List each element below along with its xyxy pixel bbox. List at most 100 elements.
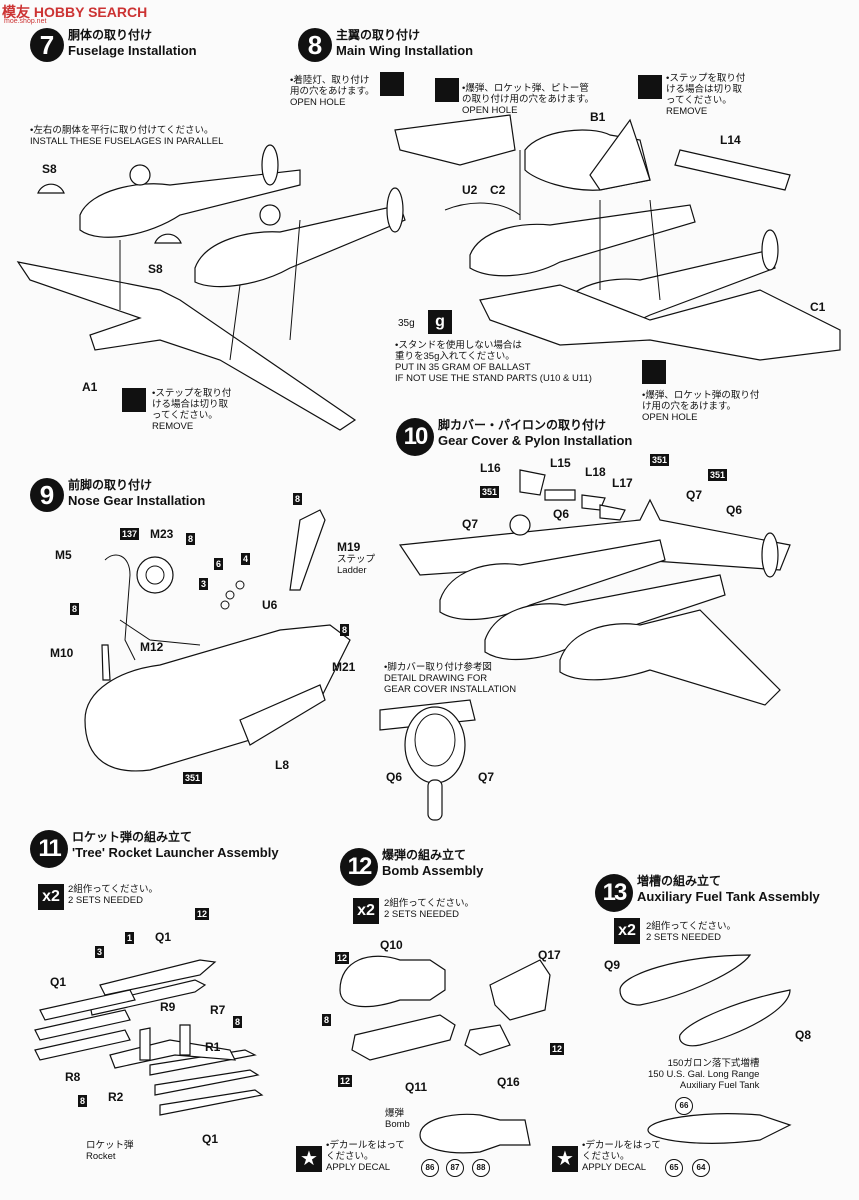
part-label: R7 [210,1003,226,1017]
part-label: M23 [150,527,174,541]
decal-number: 64 [692,1159,710,1177]
decal-number: 86 [421,1159,439,1177]
step7-drawing [16,144,406,431]
part-label: M5 [55,548,72,562]
step-title-en: Main Wing Installation [336,43,474,58]
part-label: B1 [590,110,606,124]
step12-drawing [339,955,551,1154]
part-label: R9 [160,1000,176,1014]
part-label: M19 [337,540,361,554]
part-label: Q11 [405,1080,428,1094]
fuel-tank-label: 150ガロン落下式増槽 150 U.S. Gal. Long Range Aux… [648,1058,760,1091]
gear-cover-detail-note: •脚カバー取り付け参考図 DETAIL DRAWING FOR GEAR COV… [384,662,517,695]
part-label: Q17 [538,948,561,962]
step13-drawing [619,954,792,1144]
color-code: 4 [241,553,251,565]
step-title-en: Nose Gear Installation [68,493,206,508]
step-number: 8 [298,28,332,62]
decal-star-icon: ★ [296,1146,322,1172]
step-number: 12 [340,848,378,886]
part-label: R2 [108,1090,124,1104]
step-title-en: Fuselage Installation [68,43,197,58]
color-code: 8 [70,603,80,615]
quantity-badge: x2 [38,884,64,910]
step-title-en: Gear Cover & Pylon Installation [438,433,633,448]
part-label: Q7 [462,517,479,531]
step-number: 7 [30,28,64,62]
sets-note: 2組作ってください。 2 SETS NEEDED [68,884,159,906]
step-title-en: Bomb Assembly [382,863,484,878]
part-label: Q1 [50,975,67,989]
step-number: 13 [595,874,633,912]
color-code: 351 [183,772,203,784]
step11-header: 11 ロケット弾の組み立て 'Tree' Rocket Launcher Ass… [30,830,279,868]
bomb-label: 爆弾 Bomb [385,1108,410,1130]
sets-note: 2組作ってください。 2 SETS NEEDED [646,921,737,943]
step-number: 11 [30,830,68,868]
step-title-jp: 爆弾の組み立て [382,848,467,862]
part-label: U6 [262,598,278,612]
part-label: Q10 [380,938,403,952]
part-label: L15 [550,456,571,470]
decal-star-icon: ★ [552,1146,578,1172]
decal-number: 87 [446,1159,464,1177]
part-label: Q9 [604,958,621,972]
drill-icon [435,78,459,102]
part-label: Q1 [202,1132,219,1146]
bomb-hole-note-2: •爆弾、ロケット弾の取り付 け用の穴をあけます。 OPEN HOLE [642,390,760,423]
part-label: L16 [480,461,501,475]
drill-icon [642,360,666,384]
part-label: M12 [140,640,164,654]
sets-note: 2組作ってください。 2 SETS NEEDED [384,898,475,920]
step-title-jp: 胴体の取り付け [68,28,153,42]
step-remove-note: •ステップを取り付 ける場合は切り取 ってください。 REMOVE [666,73,746,117]
step8-drawing [394,114,841,361]
part-label: R1 [205,1040,221,1054]
part-label: S8 [42,162,57,176]
step-title-jp: 主翼の取り付け [336,28,421,42]
part-label: A1 [82,380,98,394]
color-code: 8 [322,1014,332,1026]
part-label: L18 [585,465,606,479]
part-label: Q1 [155,930,172,944]
apply-decal-note: •デカールをはって ください。 APPLY DECAL [582,1140,661,1173]
part-label: Q6 [553,507,570,521]
ballast-note: •スタンドを使用しない場合は 重りを35g入れてください。 PUT IN 35 … [395,340,592,384]
color-code: 12 [335,952,350,964]
step-title-jp: 脚カバー・パイロンの取り付け [438,418,607,432]
cut-icon [122,388,146,412]
part-label: Q6 [386,770,403,784]
color-code: 3 [95,946,105,958]
color-code: 1 [125,932,135,944]
step13-header: 13 増槽の組み立て Auxiliary Fuel Tank Assembly [595,874,820,912]
rocket-label: ロケット弾 Rocket [86,1140,134,1162]
part-label: Q16 [497,1075,520,1089]
part-label: U2 [462,183,478,197]
part-label: L8 [275,758,290,772]
drill-icon [380,72,404,96]
part-label: L14 [720,133,741,147]
color-code: 351 [650,454,670,466]
decal-number: 66 [675,1097,693,1115]
step-title-jp: 増槽の組み立て [637,874,722,888]
step-number: 10 [396,418,434,456]
quantity-badge: x2 [614,918,640,944]
apply-decal-note: •デカールをはって ください。 APPLY DECAL [326,1140,405,1173]
step-title-en: 'Tree' Rocket Launcher Assembly [72,845,279,860]
ballast-weight: 35g [398,318,415,329]
color-code: 351 [480,486,500,498]
part-label: C1 [810,300,826,314]
parallel-note: •左右の胴体を平行に取り付けてください。 INSTALL THESE FUSEL… [30,125,224,147]
color-code: 8 [186,533,196,545]
ladder-note: ステップ Ladder [337,554,376,576]
color-code: 8 [78,1095,88,1107]
color-code: 351 [708,469,728,481]
quantity-badge: x2 [353,898,379,924]
part-label: R8 [65,1070,81,1084]
step-title-jp: ロケット弾の組み立て [72,830,193,844]
step-title-en: Auxiliary Fuel Tank Assembly [637,889,820,904]
color-code: 12 [338,1075,353,1087]
color-code: 137 [120,528,140,540]
part-label: Q8 [795,1028,812,1042]
